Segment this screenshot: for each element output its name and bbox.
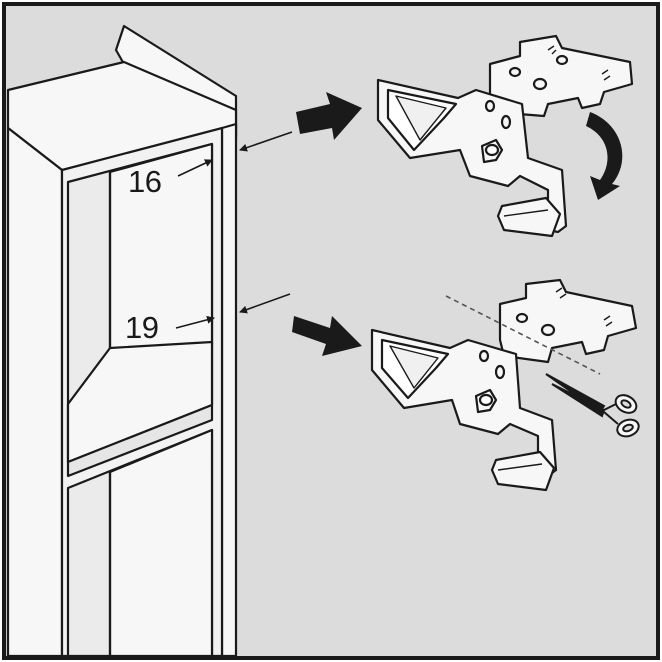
push-arrow-icon [292, 316, 362, 356]
position-label-19: 19 [125, 310, 159, 345]
scissors-icon [545, 373, 640, 438]
pointer-arrow-icon [239, 131, 293, 152]
pointer-arrow-icon [175, 315, 215, 329]
cut-line [445, 295, 601, 375]
push-arrow-icon [296, 92, 362, 140]
pointer-arrow-icon [239, 293, 291, 314]
position-pointers [175, 159, 215, 329]
upper-hinge-assembly [376, 34, 634, 238]
position-label-16: 16 [128, 164, 162, 199]
cabinet [6, 24, 238, 658]
lower-hinge-assembly [370, 278, 638, 492]
rotate-arrow-icon [586, 112, 623, 200]
pointer-arrow-icon [177, 159, 213, 177]
